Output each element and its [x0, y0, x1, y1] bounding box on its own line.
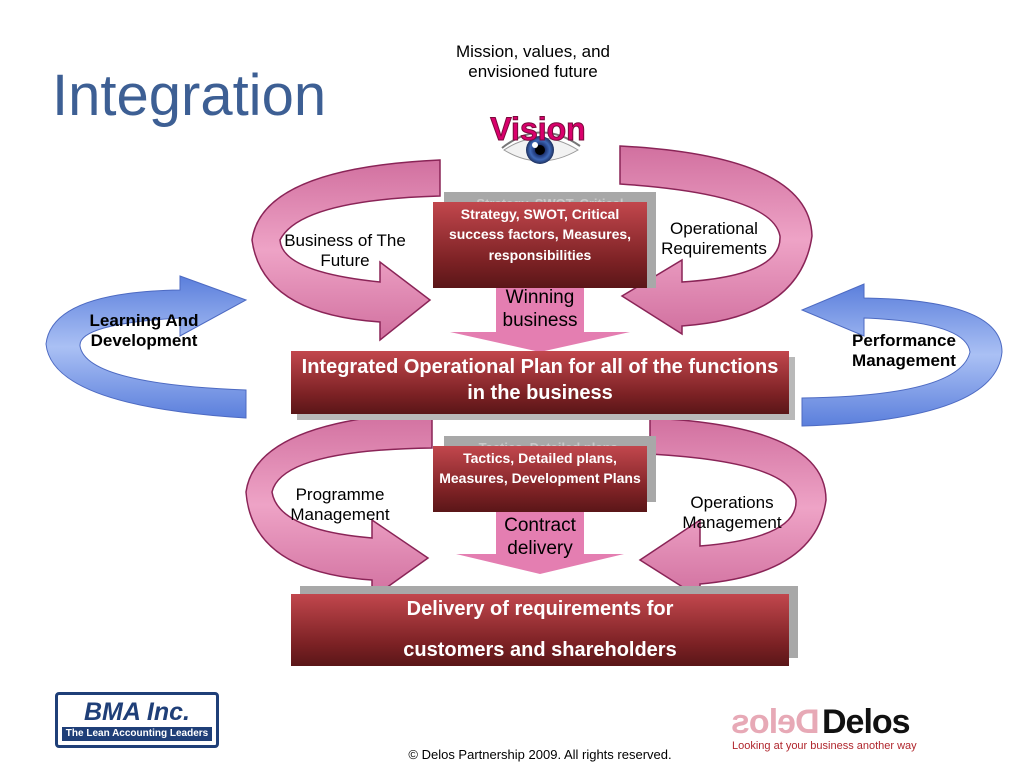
performance-cycle-arrow [800, 283, 1003, 427]
bottom-down-arrow [456, 508, 624, 574]
operational-requirements-label: Operational Requirements [661, 219, 767, 259]
business-of-future-label: Business of The Future [284, 231, 406, 271]
delos-logo-mirror: Delos [732, 703, 820, 741]
delivery-line-1: Delivery of requirements for [406, 598, 674, 620]
delivery-box: Delivery of requirements for customers a… [291, 594, 789, 666]
top-right-cycle-arrow [619, 145, 813, 336]
integrated-plan-box: Integrated Operational Plan for all of t… [291, 351, 789, 414]
learning-development-label: Learning And Development [89, 311, 199, 351]
vision-caption: Mission, values, and envisioned future [455, 42, 611, 82]
performance-management-label: Performance Management [852, 331, 956, 371]
programme-management-label: Programme Management [290, 485, 390, 525]
strategy-box: Strategy, SWOT, Critical success factors… [433, 202, 647, 288]
copyright-footer: © Delos Partnership 2009. All rights res… [408, 747, 672, 762]
delivery-line-2: customers and shareholders [403, 639, 677, 661]
winning-business-label: Winning business [502, 287, 578, 331]
operations-management-label: Operations Management [682, 493, 782, 533]
top-down-arrow [450, 286, 630, 352]
bma-logo-tagline: The Lean Accounting Leaders [62, 727, 212, 741]
vision-word: Vision [490, 111, 585, 147]
bma-logo-name: BMA Inc. [83, 698, 191, 726]
contract-delivery-label: Contract delivery [504, 515, 576, 559]
tactics-box: Tactics, Detailed plans, Measures, Devel… [433, 446, 647, 512]
delos-logo-tagline: Looking at your business another way [732, 740, 917, 752]
delos-logo-name: Delos [822, 703, 911, 741]
top-left-cycle-arrow [251, 159, 441, 342]
page-title: Integration [52, 63, 327, 128]
learning-cycle-arrow [45, 275, 248, 419]
delos-logo: Delos Delos Looking at your business ano… [732, 703, 932, 754]
eye-icon [501, 131, 581, 164]
bma-logo: BMA Inc. The Lean Accounting Leaders [55, 692, 219, 748]
